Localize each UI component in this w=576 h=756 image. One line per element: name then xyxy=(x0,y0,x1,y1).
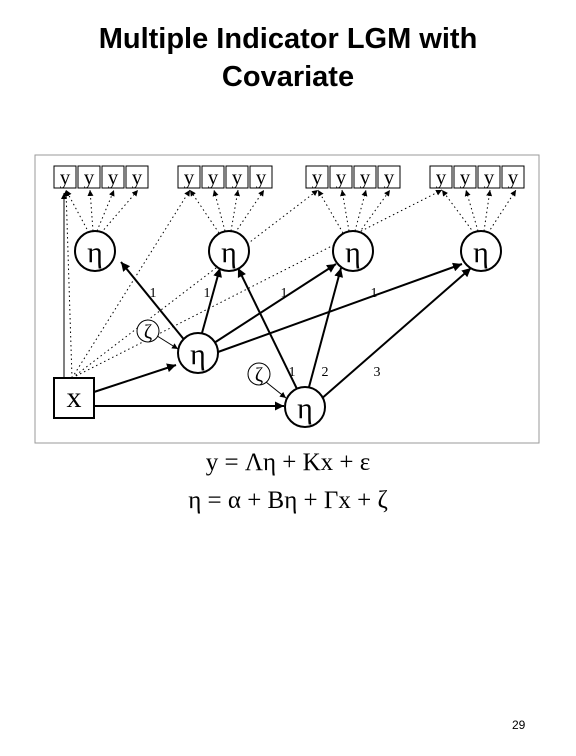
indicator-label: y xyxy=(384,165,395,189)
first-order-factors xyxy=(74,230,502,272)
intercept-factor-label: η xyxy=(190,338,206,371)
indicator-box xyxy=(249,165,273,189)
indicator-box xyxy=(429,165,453,189)
indicator-label: y xyxy=(336,165,347,189)
indicator-label: y xyxy=(484,165,495,189)
intercept-loading-label: 1 xyxy=(204,286,211,301)
slide-title-line-1: Multiple Indicator LGM with xyxy=(98,23,478,55)
factor-node xyxy=(74,230,116,272)
intercept-factor-node xyxy=(177,332,219,374)
indicator-box xyxy=(329,165,353,189)
indicator-box xyxy=(101,165,125,189)
indicator-label: y xyxy=(184,165,195,189)
slope-loading-label: 2 xyxy=(322,365,329,380)
indicator-label: y xyxy=(60,165,71,189)
intercept-loading-label: 1 xyxy=(150,286,157,301)
page-number: 29 xyxy=(512,718,526,732)
factor-label: η xyxy=(221,236,237,269)
indicator-label: y xyxy=(312,165,323,189)
indicator-box xyxy=(477,165,501,189)
indicator-box xyxy=(305,165,329,189)
diagram-frame xyxy=(34,154,540,444)
disturbance-label: ζ xyxy=(144,321,152,343)
disturbance-node xyxy=(136,319,160,343)
factor-node xyxy=(208,230,250,272)
indicator-box xyxy=(377,165,401,189)
indicator-box xyxy=(53,165,77,189)
factor-label: η xyxy=(473,236,489,269)
indicator-box xyxy=(353,165,377,189)
indicator-label: y xyxy=(132,165,143,189)
indicator-label: y xyxy=(360,165,371,189)
covariate-box xyxy=(53,377,95,419)
disturbance-label: ζ xyxy=(255,364,263,386)
structural-equation: η = α + Βη + Γx + ζ xyxy=(188,487,388,514)
slide-title-line-2: Covariate xyxy=(221,61,355,93)
slope-factor-label: η xyxy=(297,392,313,425)
measurement-equation: y = Λη + Κx + ε xyxy=(205,449,371,476)
intercept-loading-label: 1 xyxy=(371,286,378,301)
indicator-box xyxy=(453,165,477,189)
slide-title: Multiple Indicator LGM with Covariate xyxy=(0,20,576,96)
factor-node xyxy=(332,230,374,272)
factor-label: η xyxy=(345,236,361,269)
structural-paths xyxy=(93,261,472,411)
indicator-label: y xyxy=(232,165,243,189)
growth-factors xyxy=(177,332,326,428)
indicator-label: y xyxy=(84,165,95,189)
indicator-box xyxy=(125,165,149,189)
covariate-label: x xyxy=(67,381,82,414)
indicator-label: y xyxy=(208,165,219,189)
indicator-box xyxy=(201,165,225,189)
slope-factor-node xyxy=(284,386,326,428)
indicator-label: y xyxy=(436,165,447,189)
indicator-box xyxy=(225,165,249,189)
indicator-label: y xyxy=(108,165,119,189)
indicator-label: y xyxy=(508,165,519,189)
indicator-label: y xyxy=(256,165,267,189)
indicator-loadings xyxy=(65,189,517,234)
factor-label: η xyxy=(87,236,103,269)
covariate-indicator-paths xyxy=(63,189,443,379)
indicator-box xyxy=(77,165,101,189)
factor-node xyxy=(460,230,502,272)
disturbances xyxy=(136,319,271,386)
disturbance-node xyxy=(247,362,271,386)
indicator-label: y xyxy=(460,165,471,189)
slope-loading-label: 1 xyxy=(289,365,296,380)
indicator-box xyxy=(177,165,201,189)
indicator-box xyxy=(501,165,525,189)
intercept-loading-label: 1 xyxy=(281,286,288,301)
slope-loading-label: 3 xyxy=(374,365,381,380)
indicator-boxes xyxy=(53,165,525,189)
